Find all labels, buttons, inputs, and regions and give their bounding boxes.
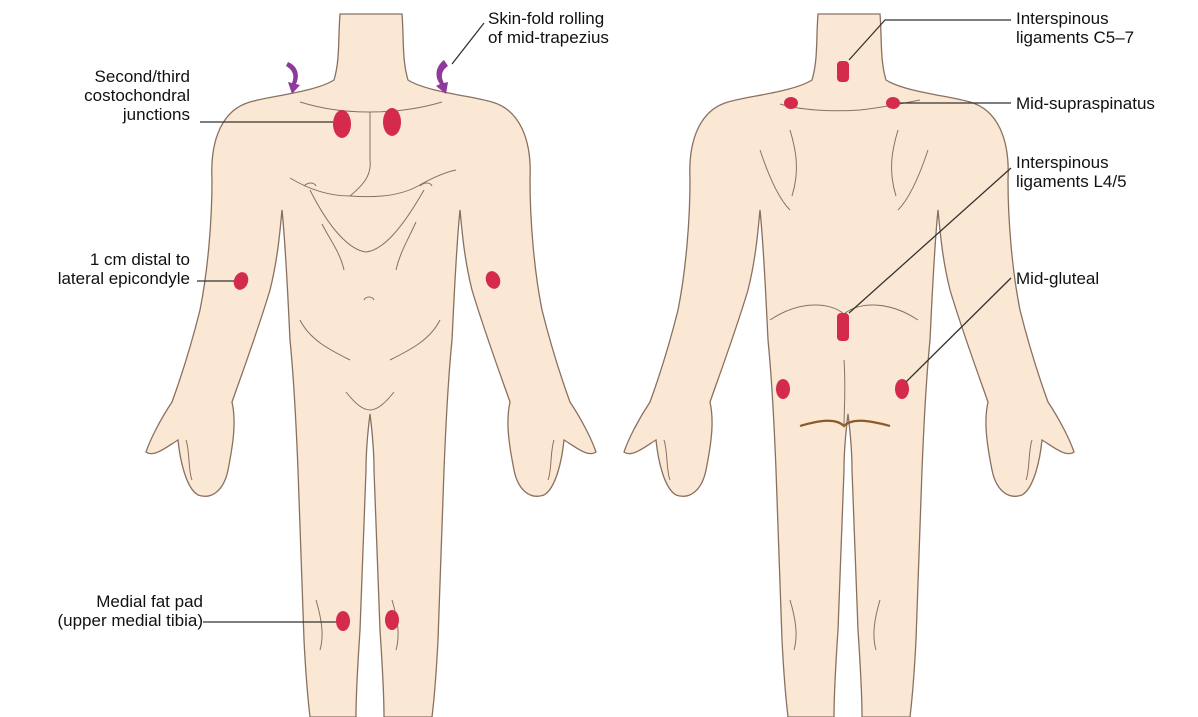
- label-medial-fat-pad: Medial fat pad (upper medial tibia): [57, 592, 203, 630]
- label-c57-line2: ligaments C5–7: [1016, 28, 1134, 47]
- label-interspinous-l45: Interspinous ligaments L4/5: [1016, 153, 1127, 191]
- label-supraspinatus: Mid-supraspinatus: [1016, 94, 1155, 113]
- label-l45-line1: Interspinous: [1016, 153, 1127, 172]
- label-costo-line3: junctions: [84, 105, 190, 124]
- front-figure: [146, 14, 596, 717]
- back-body-outline: [624, 14, 1074, 717]
- label-epicondyle-line1: 1 cm distal to: [58, 250, 190, 269]
- label-fatpad-line2: (upper medial tibia): [57, 611, 203, 630]
- label-costochondral-junctions: Second/third costochondral junctions: [84, 67, 190, 124]
- tender-point-fatpad-right: [385, 610, 399, 630]
- tender-point-c57: [837, 61, 849, 82]
- label-costo-line2: costochondral: [84, 86, 190, 105]
- tender-point-supraspinatus-right: [886, 97, 900, 109]
- leader-line-skinfold: [452, 23, 484, 64]
- tender-point-supraspinatus-left: [784, 97, 798, 109]
- tender-point-costochondral-right: [383, 108, 401, 136]
- tender-point-fatpad-left: [336, 611, 350, 631]
- label-fatpad-line1: Medial fat pad: [57, 592, 203, 611]
- tender-point-gluteal-left: [776, 379, 790, 399]
- label-l45-line2: ligaments L4/5: [1016, 172, 1127, 191]
- label-gluteal: Mid-gluteal: [1016, 269, 1099, 288]
- tender-point-costochondral-left: [333, 110, 351, 138]
- front-body-outline: [146, 14, 596, 717]
- label-mid-gluteal: Mid-gluteal: [1016, 269, 1099, 288]
- label-epicondyle-line2: lateral epicondyle: [58, 269, 190, 288]
- label-skinfold-rolling: Skin-fold rolling of mid-trapezius: [488, 9, 609, 47]
- back-figure: [624, 14, 1074, 717]
- label-skinfold-line2: of mid-trapezius: [488, 28, 609, 47]
- label-interspinous-c57: Interspinous ligaments C5–7: [1016, 9, 1134, 47]
- label-skinfold-line1: Skin-fold rolling: [488, 9, 609, 28]
- tender-point-l45: [837, 313, 849, 341]
- label-c57-line1: Interspinous: [1016, 9, 1134, 28]
- label-lateral-epicondyle: 1 cm distal to lateral epicondyle: [58, 250, 190, 288]
- label-costo-line1: Second/third: [84, 67, 190, 86]
- label-mid-supraspinatus: Mid-supraspinatus: [1016, 94, 1155, 113]
